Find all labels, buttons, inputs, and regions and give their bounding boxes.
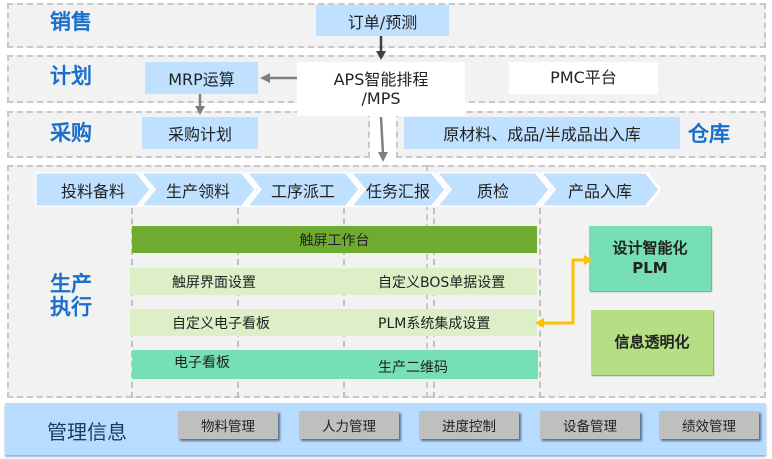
touch-workbench-bar[interactable]: 触屏工作台	[132, 226, 537, 253]
process-step-label: 任务汇报	[365, 181, 430, 201]
aps-line1: APS智能排程	[333, 69, 429, 89]
touch-ui-settings[interactable]: 触屏界面设置	[172, 274, 256, 291]
chevron-shape	[246, 172, 360, 207]
process-step-label: 投料备料	[60, 181, 125, 201]
process-step[interactable]: 生产领料	[140, 172, 256, 207]
process-step[interactable]: 工序派工	[246, 172, 360, 207]
arrow-aps-to-mrp	[260, 73, 297, 83]
plm-connector	[535, 255, 593, 328]
divider-5	[539, 208, 541, 398]
chevron-shape	[350, 172, 446, 207]
process-step[interactable]: 质检	[436, 172, 550, 207]
process-step[interactable]: 任务汇报	[350, 172, 446, 207]
plm-line2: PLM	[632, 258, 668, 277]
process-step-label: 产品入库	[567, 181, 632, 201]
chevron-shape	[35, 172, 151, 207]
process-step[interactable]: 投料备料	[35, 172, 151, 207]
divider-1	[131, 208, 133, 398]
management-item-button[interactable]: 设备管理	[540, 411, 640, 439]
management-item-button[interactable]: 绩效管理	[659, 411, 759, 439]
divider-3	[343, 208, 345, 398]
arrows-top	[195, 36, 388, 162]
chevron-shape	[540, 172, 660, 207]
zone-label-production-line2: 执行	[50, 295, 92, 320]
settings-row-2: 自定义电子看板 PLM系统集成设置	[130, 309, 537, 336]
transparency-box[interactable]: 信息透明化	[591, 310, 713, 375]
connector-arrowhead-right	[584, 255, 593, 265]
touch-workbench-label: 触屏工作台	[299, 232, 370, 249]
plm-line1: 设计智能化	[612, 239, 688, 257]
settings-row-1: 触屏界面设置 自定义BOS单据设置	[130, 268, 537, 295]
plm-integration-settings[interactable]: PLM系统集成设置	[378, 315, 491, 332]
divider-2	[237, 208, 239, 398]
process-step-label: 质检	[476, 181, 509, 201]
process-step-label: 生产领料	[165, 181, 230, 201]
divider-4	[433, 208, 435, 398]
process-step[interactable]: 产品入库	[540, 172, 660, 207]
arrow-order-to-aps	[376, 36, 386, 60]
zone-label-warehouse: 仓库	[688, 122, 730, 146]
chevron-shape	[140, 172, 256, 207]
arrow-aps-to-production	[378, 116, 388, 162]
custom-e-board[interactable]: 自定义电子看板	[172, 315, 270, 332]
zone-label-production: 生产 执行	[50, 272, 92, 320]
connector-arrowhead-left	[535, 318, 544, 328]
board-row: 电子看板 生产二维码	[132, 350, 538, 379]
management-item-button[interactable]: 物料管理	[178, 411, 278, 439]
zone-label-plan: 计划	[50, 64, 92, 88]
management-label: 管理信息	[47, 420, 127, 444]
purchase-plan-box[interactable]: 采购计划	[142, 117, 258, 149]
arrow-mrp-to-purchase	[195, 94, 205, 115]
transparency-label: 信息透明化	[614, 332, 690, 351]
custom-bos-settings[interactable]: 自定义BOS单据设置	[378, 274, 506, 291]
e-board[interactable]: 电子看板	[174, 355, 230, 371]
order-forecast-box[interactable]: 订单/预测	[316, 5, 449, 36]
management-item-button[interactable]: 进度控制	[419, 411, 519, 439]
zone-label-purchase: 采购	[50, 121, 92, 145]
production-qr-code[interactable]: 生产二维码	[378, 360, 448, 376]
inventory-box[interactable]: 原材料、成品/半成品出入库	[404, 117, 680, 149]
plm-design-box[interactable]: 设计智能化 PLM	[589, 226, 711, 291]
aps-mps-box[interactable]: APS智能排程 /MPS	[297, 62, 465, 116]
zone-label-sales: 销售	[50, 10, 92, 34]
zone-label-production-line1: 生产	[50, 272, 92, 296]
mrp-box[interactable]: MRP运算	[145, 62, 258, 94]
pmc-platform-box[interactable]: PMC平台	[509, 62, 658, 94]
chevron-shape	[436, 172, 550, 207]
management-item-button[interactable]: 人力管理	[299, 411, 399, 439]
aps-line2: /MPS	[361, 89, 401, 108]
process-step-label: 工序派工	[270, 181, 335, 201]
